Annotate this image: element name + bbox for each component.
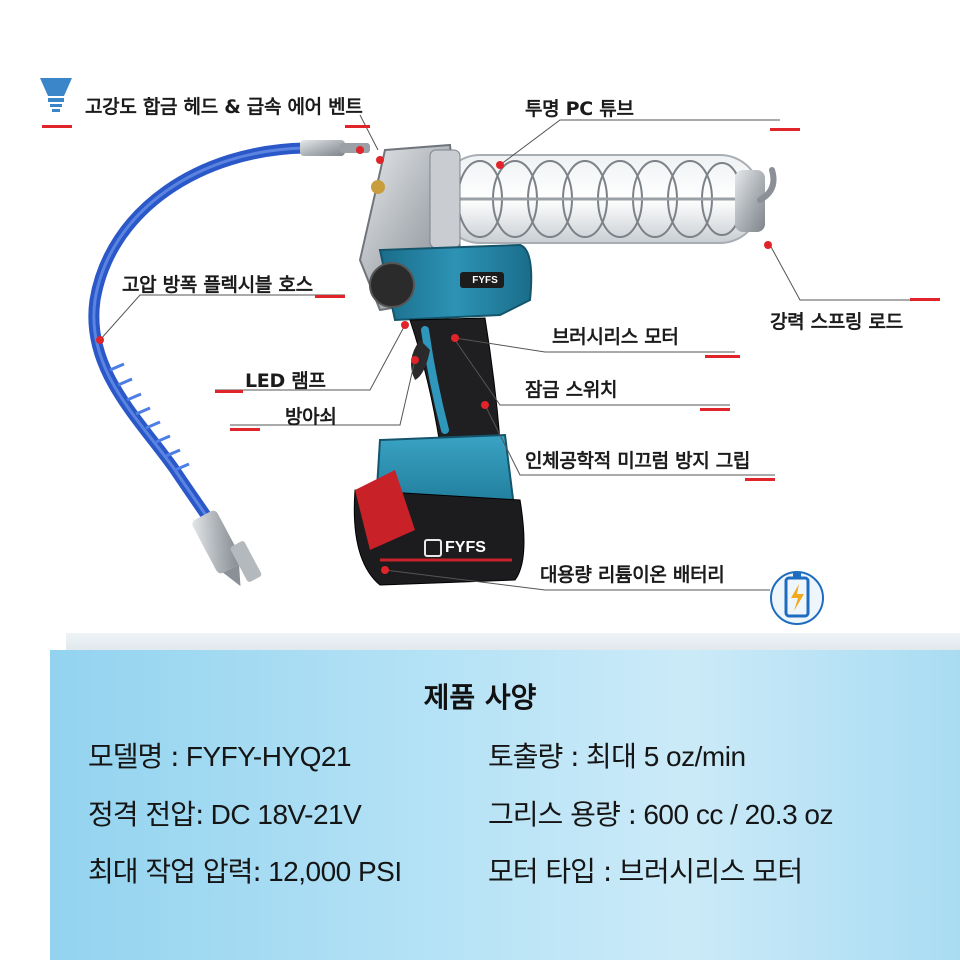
callout-trigger: 방아쇠 [285, 406, 337, 428]
battery-brand-badge: FYFS [445, 539, 486, 556]
spec-row-capacity: 그리스 용량 : 600 cc / 20.3 oz [488, 793, 834, 833]
lightbulb-icon [40, 78, 72, 112]
callout-tube: 투명 PC 튜브 [525, 98, 634, 120]
spec-row-output: 토출량 : 최대 5 oz/min [488, 735, 746, 775]
transparent-tube [439, 154, 777, 244]
callout-hose: 고압 방폭 플렉시블 호스 [122, 274, 313, 296]
spec-label: 최대 작업 압력: [88, 855, 262, 888]
spec-value: 12,000 PSI [260, 856, 402, 887]
spec-label: 그리스 용량 : [488, 798, 637, 831]
battery-pack [353, 433, 525, 586]
tool-body [369, 243, 533, 446]
spec-row-model: 모델명 : FYFY-HYQ21 [88, 735, 352, 775]
spec-row-motor: 모터 타입 : 브러시리스 모터 [488, 850, 803, 890]
callout-led: LED 램프 [245, 370, 326, 392]
callout-lock: 잠금 스위치 [525, 379, 618, 401]
product-illustration [40, 78, 940, 625]
spec-title: 제품 사양 [423, 681, 537, 714]
spec-value: FYFY-HYQ21 [178, 741, 352, 772]
callout-rod: 강력 스프링 로드 [770, 311, 903, 333]
spec-value: DC 18V-21V [203, 799, 362, 830]
callout-head: 고강도 합금 헤드 & 급속 에어 벤트 [85, 96, 363, 118]
callout-grip: 인체공학적 미끄럼 방지 그립 [525, 450, 751, 472]
red-markers [42, 125, 940, 574]
spec-panel [50, 650, 960, 960]
callout-battery: 대용량 리튬이온 배터리 [540, 564, 725, 586]
spec-label: 정격 전압: [88, 798, 204, 831]
leader-lines [99, 114, 935, 591]
spec-label: 토출량 : [488, 740, 580, 773]
spec-label: 모델명 : [88, 740, 180, 773]
tool-brand-badge: FYFS [472, 275, 498, 286]
spec-value: 브러시리스 모터 [611, 856, 804, 887]
battery-charging-icon [770, 571, 824, 625]
spec-row-voltage: 정격 전압: DC 18V-21V [88, 793, 362, 833]
spec-panel-shadow [66, 633, 960, 653]
spec-value: 최대 5 oz/min [578, 741, 746, 772]
spec-row-pressure: 최대 작업 압력: 12,000 PSI [88, 850, 402, 890]
spec-label: 모터 타입 : [488, 855, 612, 888]
callout-motor: 브러시리스 모터 [552, 326, 679, 348]
flexible-hose [88, 140, 370, 587]
spec-value: 600 cc / 20.3 oz [636, 799, 834, 830]
